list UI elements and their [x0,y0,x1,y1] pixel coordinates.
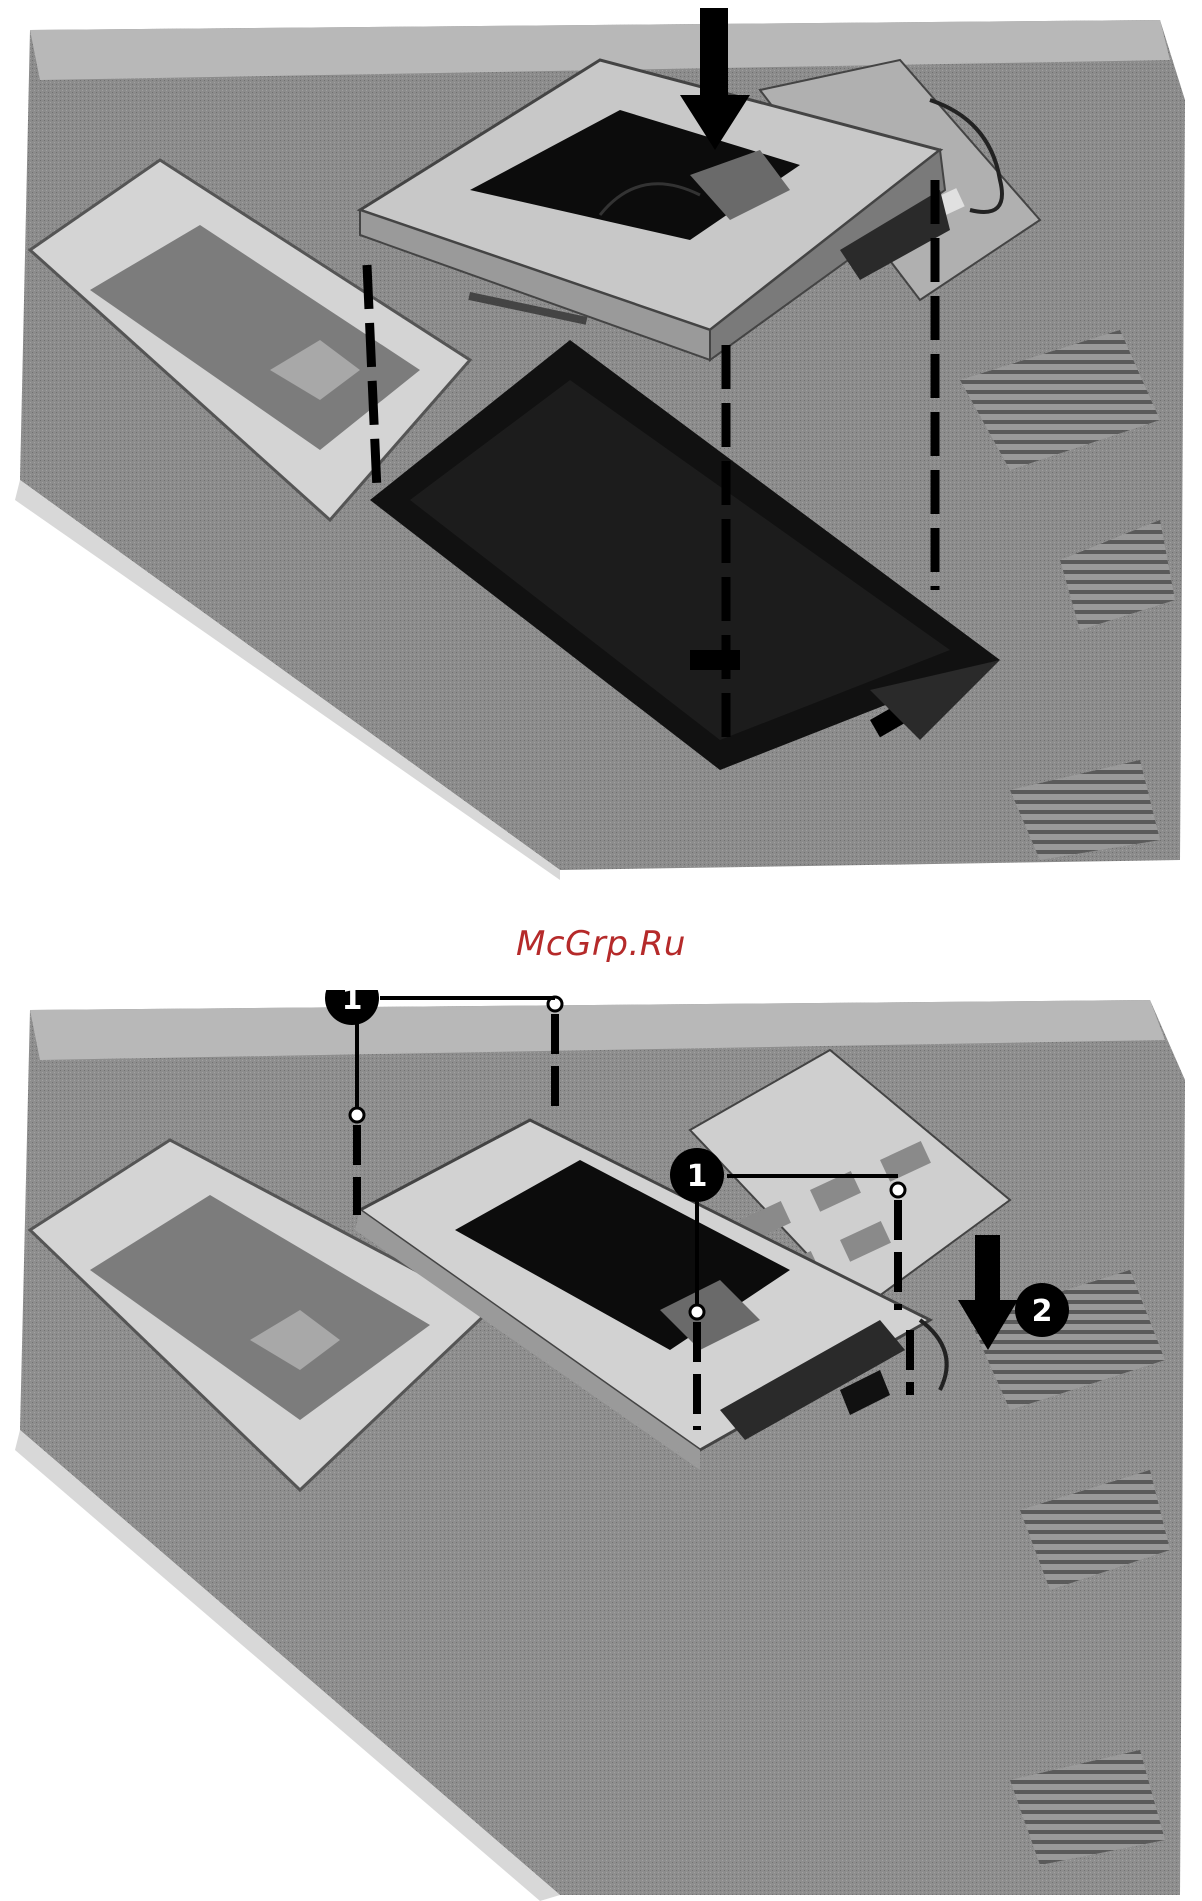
watermark-text: McGrp.Ru [0,924,1202,964]
callout-1-right: 1 [670,1148,724,1202]
svg-text:1: 1 [687,1159,708,1194]
svg-text:1: 1 [342,990,363,1017]
svg-text:2: 2 [1032,1294,1053,1329]
callout-2: 2 [1015,1283,1069,1337]
laptop-chassis [15,1000,1185,1901]
illustration-drive-insert [0,0,1202,880]
illustration-drive-secure: 1 1 2 [0,990,1202,1901]
